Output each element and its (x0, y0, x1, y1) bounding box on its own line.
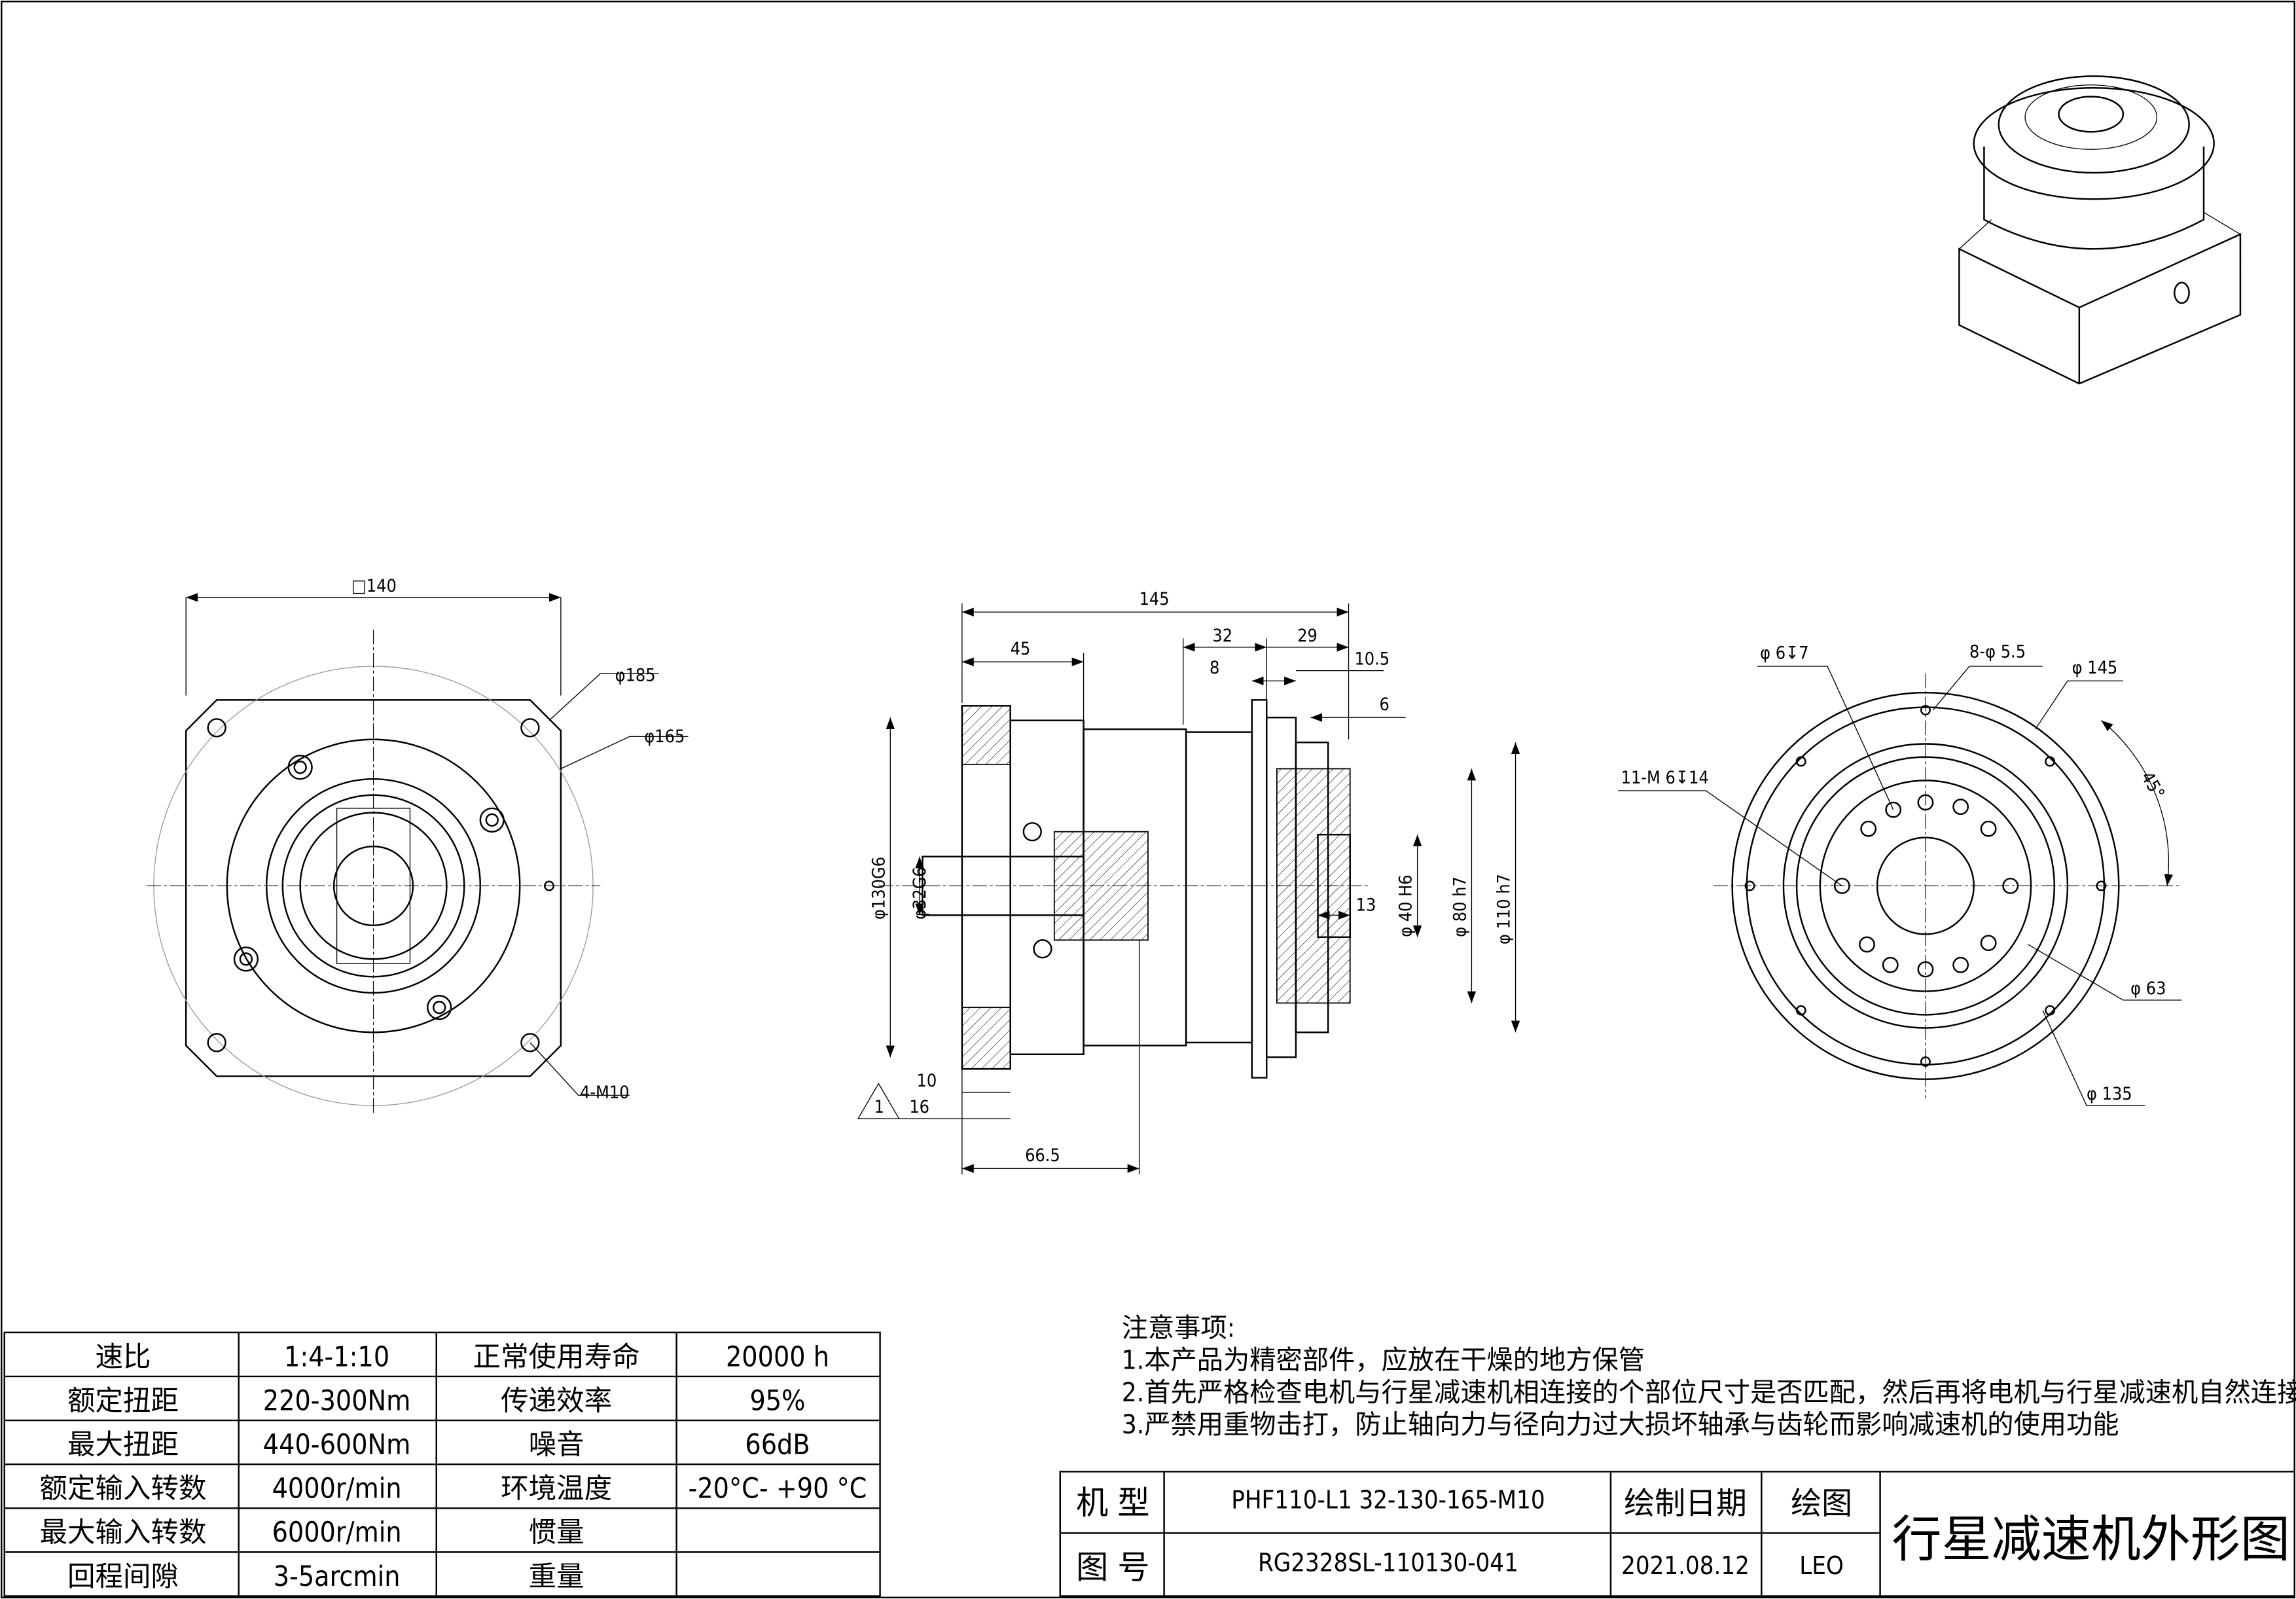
dim-8: 8 (1210, 658, 1219, 678)
dim-tapped-holes: 11-M 6↧14 (1621, 768, 1709, 788)
spec-label: 额定扭距 (67, 1385, 179, 1417)
spec-value: 20000 h (726, 1341, 829, 1373)
spec-label: 额定输入转数 (39, 1473, 206, 1505)
dim-16: 16 (909, 1097, 929, 1117)
spec-label: 重量 (529, 1561, 584, 1593)
date-value: 2021.08.12 (1621, 1551, 1749, 1580)
spec-value: 6000r/min (272, 1517, 402, 1549)
dim-10-5: 10.5 (1354, 649, 1390, 670)
front-view: □140 φ185 φ165 4-M10 (146, 576, 689, 1113)
drawing-title: 行星减速机外形图 (1892, 1510, 2290, 1568)
dim-dia-130: φ130G6 (869, 857, 889, 920)
spec-label: 环境温度 (501, 1473, 612, 1505)
note-item: 2.首先严格检查电机与行星减速机相连接的个部位尺寸是否匹配，然后再将电机与行星减… (1122, 1378, 2296, 1408)
dim-32: 32 (1212, 626, 1232, 646)
dim-8-holes: 8-φ 5.5 (1969, 641, 2026, 662)
spec-label: 回程间隙 (67, 1561, 179, 1593)
spec-label: 惯量 (529, 1517, 584, 1549)
side-section-view: 145 45 32 29 8 10.5 6 φ130G6 φ32G6 13 φ … (857, 589, 1520, 1175)
dim-dia-145: φ 145 (2072, 658, 2118, 678)
model-label: 机 型 (1076, 1484, 1149, 1522)
dim-bolt-holes: 4-M10 (580, 1083, 630, 1103)
drawing-no-value: RG2328SL-110130-041 (1258, 1548, 1518, 1577)
datum-label: 1 (874, 1097, 884, 1117)
notes-title: 注意事项: (1122, 1314, 1235, 1344)
spec-table: 速比 1:4-1:10 正常使用寿命 20000 h 额定扭距 220-300N… (3, 1331, 881, 1597)
note-item: 1.本产品为精密部件，应放在干燥的地方保管 (1122, 1346, 1645, 1376)
dim-hole-6: φ 6↧7 (1760, 643, 1809, 664)
dim-dia-135: φ 135 (2087, 1084, 2132, 1104)
dim-10: 10 (917, 1071, 937, 1091)
dim-145: 145 (1139, 589, 1170, 609)
dim-dia-165: φ165 (644, 727, 685, 747)
dim-angle-45: 45° (2137, 768, 2168, 803)
spec-value: 220-300Nm (263, 1385, 411, 1417)
spec-label: 传递效率 (501, 1385, 612, 1417)
model-value: PHF110-L1 32-130-165-M10 (1231, 1485, 1545, 1514)
note-item: 3.严禁用重物击打，防止轴向力与径向力过大损坏轴承与齿轮而影响减速机的使用功能 (1122, 1410, 2119, 1440)
spec-value: 66dB (745, 1429, 810, 1462)
title-block: 机 型 PHF110-L1 32-130-165-M10 绘制日期 绘图 图 号… (1059, 1471, 2295, 1597)
dim-dia-63: φ 63 (2130, 979, 2166, 999)
dim-dia-185: φ185 (615, 665, 656, 685)
dim-square-140: □140 (351, 576, 397, 596)
spec-label: 正常使用寿命 (473, 1341, 640, 1373)
spec-value: 95% (750, 1385, 806, 1417)
dim-dia-80: φ 80 h7 (1450, 876, 1470, 937)
spec-label: 速比 (95, 1341, 151, 1373)
spec-value: -20°C- +90 °C (689, 1473, 867, 1505)
dim-dia-40: φ 40 H6 (1396, 874, 1416, 937)
dim-dia-110: φ 110 h7 (1494, 874, 1515, 944)
spec-value: 440-600Nm (263, 1429, 411, 1462)
drawer-value: LEO (1799, 1551, 1844, 1580)
spec-value: 1:4-1:10 (284, 1341, 389, 1373)
dim-45: 45 (1011, 639, 1031, 659)
drawing-no-label: 图 号 (1076, 1549, 1149, 1587)
spec-value: 4000r/min (272, 1473, 402, 1505)
spec-value: 3-5arcmin (274, 1561, 401, 1593)
spec-label: 噪音 (529, 1429, 584, 1462)
output-flange-view: φ 6↧7 8-φ 5.5 φ 145 11-M 6↧14 45° φ 63 φ… (1618, 641, 2182, 1106)
spec-label: 最大扭距 (67, 1429, 179, 1462)
date-label: 绘制日期 (1624, 1486, 1747, 1522)
drawer-label: 绘图 (1791, 1486, 1852, 1522)
dim-66-5: 66.5 (1025, 1145, 1060, 1166)
notes: 注意事项: 1.本产品为精密部件，应放在干燥的地方保管 2.首先严格检查电机与行… (1122, 1314, 2296, 1441)
spec-label: 最大输入转数 (39, 1517, 206, 1549)
iso-3d-view (1958, 75, 2242, 385)
dim-13: 13 (1356, 895, 1376, 916)
dim-dia-32: φ32G6 (910, 867, 930, 920)
dim-29: 29 (1297, 626, 1318, 646)
dim-6: 6 (1379, 694, 1389, 715)
